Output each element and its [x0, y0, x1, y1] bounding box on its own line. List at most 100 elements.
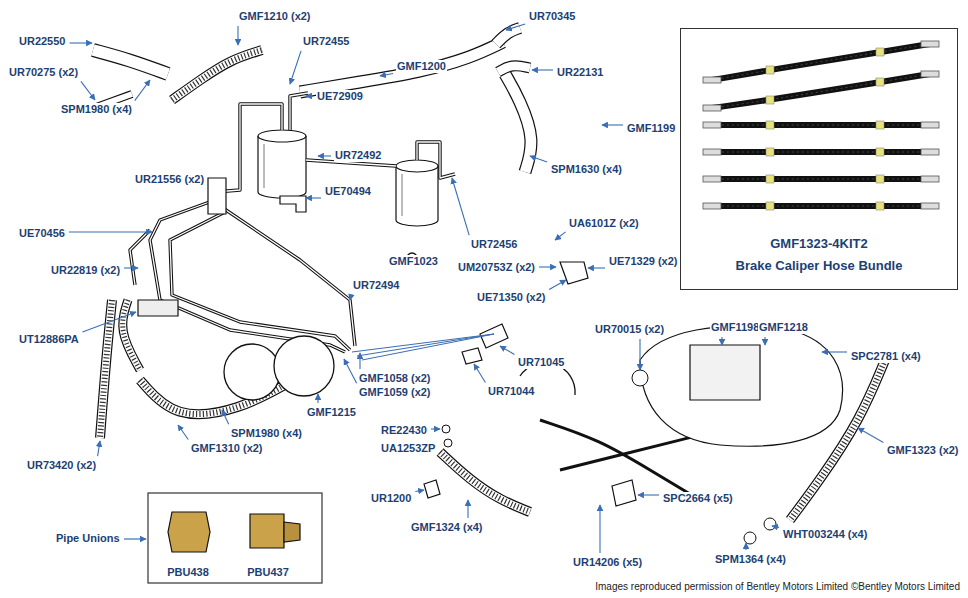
leader-line [317, 394, 318, 403]
kit-hose-braid [712, 44, 930, 80]
washer [764, 518, 776, 530]
hose-inner [498, 66, 530, 72]
leader-line [474, 364, 485, 382]
inset-heading: Pipe Unions [56, 532, 120, 545]
leader-line [359, 353, 360, 369]
part-number: GMF1198 [710, 321, 760, 334]
hose-end [703, 122, 721, 128]
hose-braid [440, 452, 530, 512]
leader-line [350, 295, 351, 300]
part-number: UR1200 [370, 492, 412, 505]
leader-line [81, 81, 95, 100]
part-number: UR21556 (x2) [134, 173, 205, 186]
part-number: SPM1980 (x4) [60, 103, 133, 116]
hose-braid [100, 300, 112, 438]
hose-braid [172, 50, 262, 100]
washer [444, 439, 452, 447]
hose [300, 42, 503, 92]
leader-line [222, 410, 229, 424]
part-number: GMF1323 (x2) [886, 444, 960, 457]
part-outline [690, 345, 760, 400]
part-number: UR71045 [517, 356, 565, 369]
part-number: UR14206 (x5) [572, 556, 643, 569]
leader-line [290, 51, 301, 84]
part-outline [250, 514, 284, 548]
part-number: SPC2781 (x4) [850, 350, 922, 363]
kit-hose-braid [712, 125, 930, 126]
part-number: RE22430 [380, 424, 428, 437]
leader-line [639, 339, 640, 370]
hose-braid [790, 360, 885, 520]
hose-band [766, 66, 774, 74]
leader-line [318, 155, 331, 156]
leader-line [532, 69, 553, 70]
part-number: UM20753Z (x2) [457, 261, 536, 274]
hose-band [876, 121, 884, 129]
hose [440, 452, 530, 512]
part-outline [424, 480, 440, 498]
hose-band [876, 48, 884, 56]
hose-end [921, 149, 939, 155]
part-number: GMF1059 (x2) [358, 386, 432, 399]
hose-braid [123, 300, 140, 370]
part-number: GMF1324 (x4) [410, 521, 484, 534]
part-number: UE72909 [316, 90, 364, 103]
leader-line [599, 505, 600, 553]
leader-line [178, 425, 188, 440]
bleed-screw [632, 370, 648, 386]
kit-hose [712, 176, 930, 182]
leaders [69, 24, 884, 553]
part-number: UR70345 [528, 10, 576, 23]
kit-hose-braid [712, 152, 930, 153]
kit-hose [712, 74, 930, 108]
hose-end [703, 77, 721, 83]
hose [790, 360, 885, 520]
brake-pipe-inner [170, 212, 350, 350]
part-number: PBU437 [247, 566, 289, 579]
hose-inner [496, 28, 520, 44]
hose [505, 74, 531, 172]
leader-line [415, 490, 424, 491]
kit-hose [712, 44, 930, 80]
brake-pipe [170, 212, 350, 350]
hose-end [703, 176, 721, 182]
part-outline [208, 178, 226, 214]
brake-pipe [220, 206, 355, 346]
part-number: UE71329 (x2) [608, 255, 679, 268]
callout-fan [362, 334, 494, 360]
leader-line [452, 178, 469, 235]
leader-line [124, 267, 138, 268]
kit-hose [712, 149, 930, 155]
leader-line [135, 80, 150, 101]
master-cylinder [224, 344, 280, 400]
hose-inner [172, 50, 262, 100]
kit-part-number: GMF1323-4KIT2 [681, 233, 957, 255]
part-outline [138, 300, 178, 316]
part-number: UR72492 [334, 149, 382, 162]
leader-line [721, 337, 722, 345]
part-number: GMF1215 [306, 406, 357, 419]
kit-hose-braid [712, 206, 930, 207]
leader-line [530, 156, 547, 162]
kit-hose-braid [712, 179, 930, 180]
hose [123, 300, 140, 370]
part-number: UR72455 [302, 35, 350, 48]
part-outline [280, 196, 306, 212]
hose-band [766, 96, 774, 104]
leader-line [602, 124, 623, 125]
part-number: UR71044 [487, 385, 535, 398]
kit-panel: GMF1323-4KIT2Brake Caliper Hose Bundle [680, 28, 958, 290]
hose-band [766, 121, 774, 129]
part-number: SPC2664 (x5) [662, 492, 734, 505]
leader-line [555, 232, 566, 240]
inset-border [148, 493, 322, 583]
leader-line [822, 351, 847, 352]
part-number: UA6101Z (x2) [568, 217, 640, 230]
leader-line [431, 428, 440, 429]
hose-end [703, 105, 721, 111]
servo [274, 336, 334, 396]
part-number: GMF1210 (x2) [238, 10, 312, 23]
leader-line [588, 267, 605, 268]
part-number: UR73420 (x2) [26, 459, 97, 472]
part-number: SPM1630 (x4) [550, 163, 623, 176]
